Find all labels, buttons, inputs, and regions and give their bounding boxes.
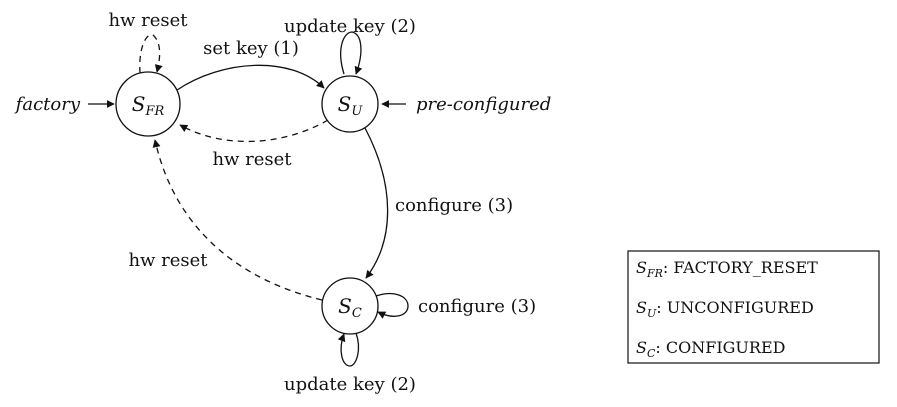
edge-label-c-self-right: configure (3) bbox=[418, 296, 536, 317]
svg-text:SU: SU bbox=[338, 92, 364, 119]
state-factory-reset: SFR bbox=[115, 71, 181, 137]
edge-label-u-to-c: configure (3) bbox=[395, 195, 513, 216]
edge-label-u-self: update key (2) bbox=[284, 16, 416, 37]
entry-label-factory: factory bbox=[14, 94, 81, 115]
legend-item-configured: SC: CONFIGURED bbox=[636, 338, 785, 360]
edge-fr-self-loop bbox=[139, 33, 163, 74]
edge-c-to-fr bbox=[152, 139, 323, 301]
legend-box bbox=[627, 250, 880, 364]
entry-label-pre-configured: pre-configured bbox=[416, 94, 551, 115]
edge-label-u-to-fr: hw reset bbox=[212, 149, 292, 170]
legend-item-factory-reset: SFR: FACTORY_RESET bbox=[636, 258, 818, 280]
legend: SFR: FACTORY_RESET SU: UNCONFIGURED SC: … bbox=[627, 250, 880, 364]
edge-label-fr-self: hw reset bbox=[108, 10, 188, 31]
edge-u-to-fr bbox=[179, 119, 329, 143]
legend-item-unconfigured: SU: UNCONFIGURED bbox=[636, 298, 814, 320]
state-configured: SC bbox=[321, 277, 379, 335]
edge-label-c-to-fr: hw reset bbox=[128, 250, 208, 271]
state-unconfigured: SU bbox=[321, 75, 379, 133]
edge-label-fr-to-u: set key (1) bbox=[203, 38, 299, 59]
edge-c-self-loop-right bbox=[375, 292, 409, 319]
edge-u-to-c bbox=[364, 127, 389, 279]
svg-text:SC: SC bbox=[338, 294, 362, 321]
edge-label-c-self-bottom: update key (2) bbox=[284, 374, 416, 395]
svg-text:SFR: SFR bbox=[132, 92, 165, 119]
edge-u-self-loop bbox=[340, 31, 363, 75]
edge-fr-to-u bbox=[176, 64, 325, 91]
edge-c-self-loop-bottom bbox=[337, 332, 360, 367]
